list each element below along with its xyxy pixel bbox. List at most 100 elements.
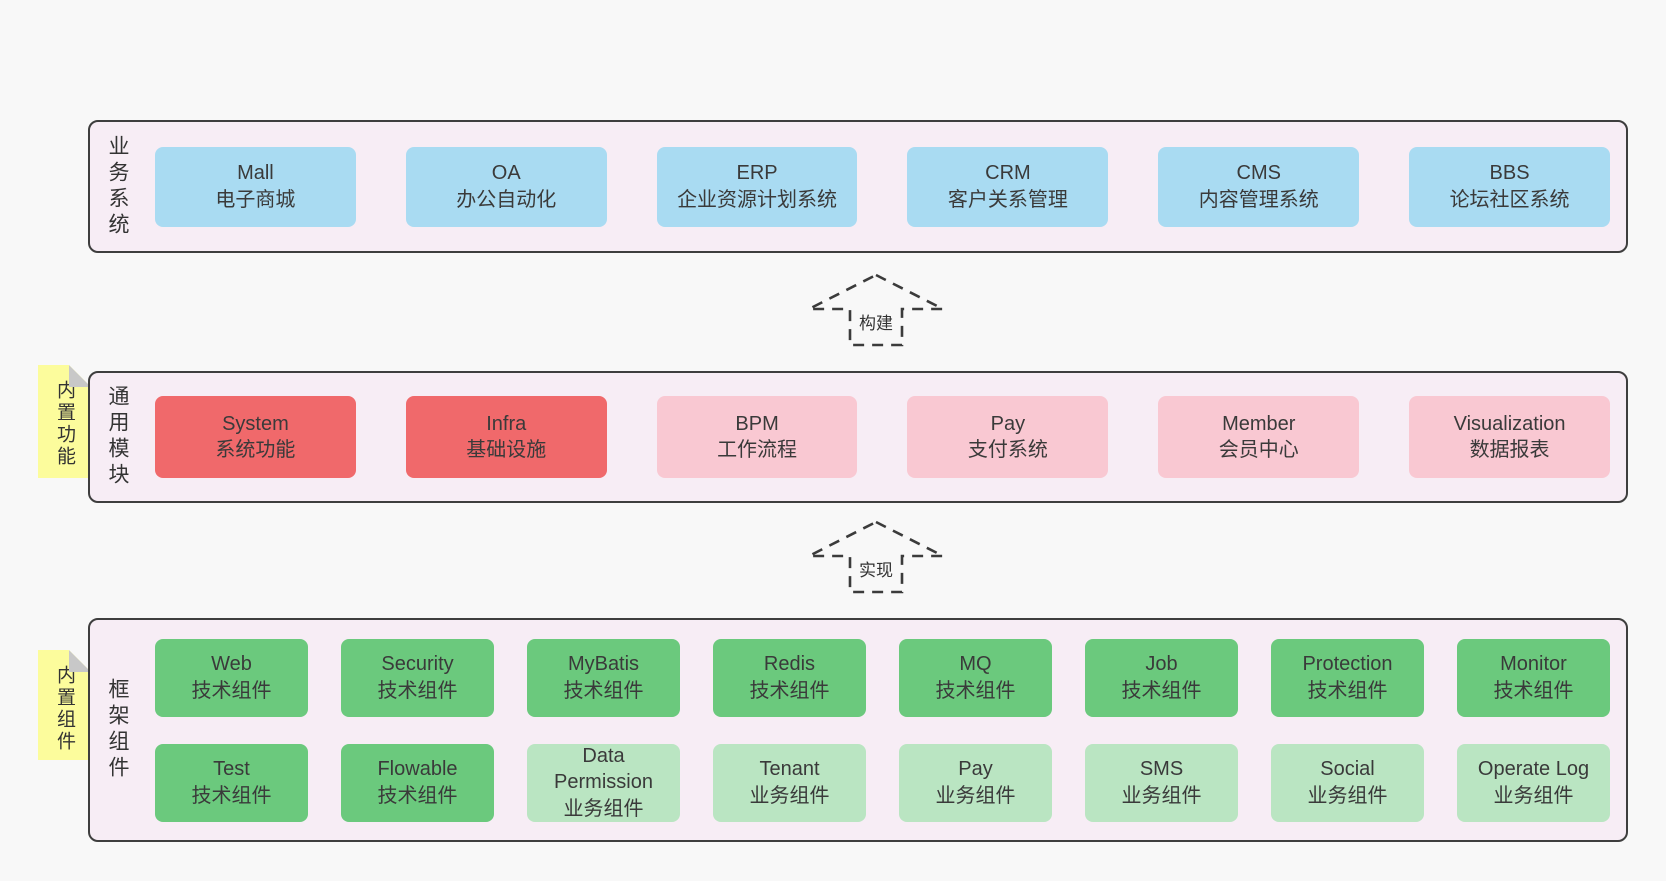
- section-label: 通用模块: [106, 385, 129, 489]
- business-boxes: Mall 电子商城 OA 办公自动化 ERP 企业资源计划系统 CRM 客户关系…: [155, 146, 1610, 227]
- box-name: Mall: [237, 162, 274, 185]
- box-desc: 论坛社区系统: [1449, 188, 1570, 211]
- box-desc: 业务组件: [1121, 784, 1202, 807]
- box-desc: 业务组件: [935, 784, 1016, 807]
- box-mall: Mall 电子商城: [155, 146, 356, 227]
- box-desc: 技术组件: [377, 679, 458, 702]
- box-desc: 支付系统: [967, 439, 1048, 461]
- box-cms: CMS 内容管理系统: [1158, 146, 1360, 227]
- box-crm: CRM 客户关系管理: [907, 146, 1109, 227]
- box-name: Flowable: [377, 758, 458, 781]
- box-infra: Infra 基础设施: [405, 396, 607, 478]
- box-name: BBS: [1489, 162, 1530, 185]
- box-data-permission: Data Permission 业务组件: [527, 743, 680, 822]
- arrow-label: 构建: [855, 309, 897, 334]
- box-operate-log: Operate Log 业务组件: [1457, 743, 1610, 822]
- box-name: OA: [491, 162, 521, 185]
- box-desc: 数据报表: [1469, 439, 1550, 461]
- box-bbs: BBS 论坛社区系统: [1409, 146, 1610, 227]
- box-desc: 企业资源计划系统: [677, 188, 838, 211]
- note-text: 内置组件: [54, 665, 75, 753]
- box-name: SMS: [1139, 758, 1184, 781]
- up-arrow-icon: [808, 273, 944, 347]
- arrow-label: 实现: [855, 556, 897, 581]
- box-desc: 工作流程: [717, 439, 798, 461]
- box-desc: 内容管理系统: [1198, 188, 1319, 211]
- box-desc: 技术组件: [191, 784, 272, 807]
- up-arrow-icon: [808, 520, 944, 594]
- box-desc: 技术组件: [377, 784, 458, 807]
- box-name: Security: [381, 653, 454, 676]
- note-builtin-features: 内置功能: [38, 365, 91, 478]
- box-desc: 技术组件: [191, 679, 272, 702]
- box-name: Job: [1145, 653, 1178, 676]
- box-desc: 技术组件: [1121, 679, 1202, 702]
- box-name: System: [222, 412, 289, 435]
- box-security: Security 技术组件: [341, 638, 494, 717]
- component-boxes: Web 技术组件 Security 技术组件 MyBatis 技术组件 Redi…: [155, 638, 1610, 822]
- box-redis: Redis 技术组件: [713, 638, 866, 717]
- box-desc: 技术组件: [1493, 679, 1574, 702]
- box-visualization: Visualization 数据报表: [1409, 396, 1610, 478]
- box-name: Visualization: [1453, 412, 1566, 435]
- box-social: Social 业务组件: [1271, 743, 1424, 822]
- box-desc: 业务组件: [749, 784, 830, 807]
- box-desc: 技术组件: [1307, 679, 1388, 702]
- box-mybatis: MyBatis 技术组件: [527, 638, 680, 717]
- box-desc: 客户关系管理: [947, 188, 1068, 211]
- box-desc: 基础设施: [466, 439, 547, 461]
- box-name: Social: [1320, 758, 1375, 781]
- box-test: Test 技术组件: [155, 743, 308, 822]
- box-mq: MQ 技术组件: [899, 638, 1052, 717]
- box-flowable: Flowable 技术组件: [341, 743, 494, 822]
- box-desc: 技术组件: [563, 679, 644, 702]
- up-arrow-build: 构建: [806, 273, 946, 347]
- box-desc: 电子商城: [215, 188, 296, 211]
- box-name: Pay: [990, 412, 1026, 435]
- section-label: 框架组件: [106, 678, 129, 782]
- box-name: MQ: [959, 653, 992, 676]
- box-name: CRM: [985, 162, 1031, 185]
- box-pay-system: Pay 支付系统: [907, 396, 1109, 478]
- note-text: 内置功能: [54, 380, 75, 468]
- box-name: Data Permission: [554, 744, 653, 794]
- box-desc: 业务组件: [1307, 784, 1388, 807]
- box-member: Member 会员中心: [1158, 396, 1360, 478]
- box-name: Infra: [486, 412, 527, 435]
- box-desc: 技术组件: [935, 679, 1016, 702]
- section-common-modules: 通用模块 System 系统功能 Infra 基础设施 BPM 工作流程 Pay…: [88, 371, 1628, 503]
- box-name: Operate Log: [1477, 758, 1590, 781]
- box-job: Job 技术组件: [1085, 638, 1238, 717]
- box-tenant: Tenant 业务组件: [713, 743, 866, 822]
- box-name: Redis: [763, 653, 816, 676]
- box-pay-component: Pay 业务组件: [899, 743, 1052, 822]
- box-name: Web: [211, 653, 252, 676]
- note-builtin-components: 内置组件: [38, 650, 91, 760]
- box-protection: Protection 技术组件: [1271, 638, 1424, 717]
- box-name: ERP: [736, 162, 778, 185]
- box-system: System 系统功能: [155, 396, 356, 478]
- box-sms: SMS 业务组件: [1085, 743, 1238, 822]
- box-name: CMS: [1236, 162, 1281, 185]
- box-name: MyBatis: [567, 653, 640, 676]
- box-web: Web 技术组件: [155, 638, 308, 717]
- box-name: Test: [213, 758, 250, 781]
- box-desc: 会员中心: [1218, 439, 1299, 461]
- box-name: Tenant: [759, 758, 820, 781]
- box-erp: ERP 企业资源计划系统: [656, 146, 858, 227]
- box-name: Pay: [958, 758, 993, 781]
- box-name: Member: [1222, 412, 1296, 435]
- box-desc: 系统功能: [215, 439, 296, 461]
- box-desc: 技术组件: [749, 679, 830, 702]
- box-monitor: Monitor 技术组件: [1457, 638, 1610, 717]
- box-desc: 办公自动化: [456, 188, 557, 211]
- box-name: Monitor: [1500, 653, 1567, 676]
- box-desc: 业务组件: [1493, 784, 1574, 807]
- section-business-systems: 业务系统 Mall 电子商城 OA 办公自动化 ERP 企业资源计划系统 CRM…: [88, 120, 1628, 253]
- module-boxes: System 系统功能 Infra 基础设施 BPM 工作流程 Pay 支付系统…: [155, 396, 1610, 478]
- section-label: 业务系统: [106, 134, 129, 239]
- box-oa: OA 办公自动化: [405, 146, 607, 227]
- up-arrow-implement: 实现: [806, 520, 946, 594]
- box-name: Protection: [1302, 653, 1393, 676]
- box-bpm: BPM 工作流程: [656, 396, 858, 478]
